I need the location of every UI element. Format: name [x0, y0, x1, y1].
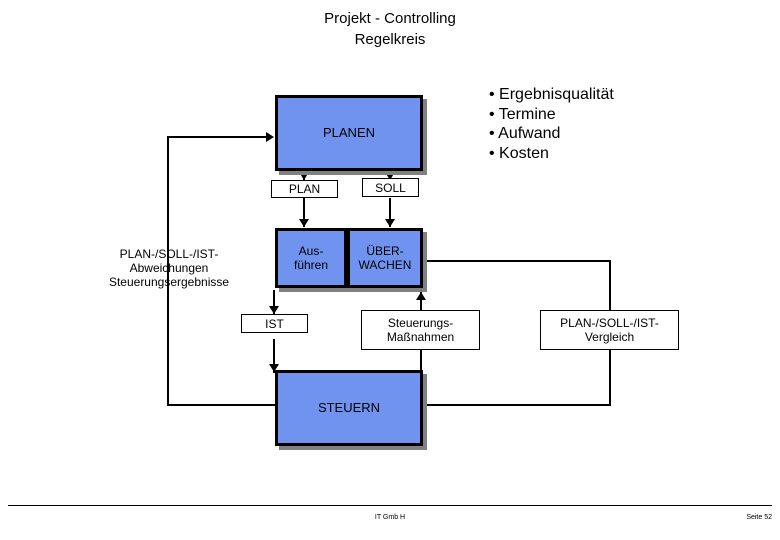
steuern-box[interactable]: STEUERN — [275, 370, 423, 446]
ausfuehren-label-line-2: führen — [293, 258, 329, 272]
planen-box[interactable]: PLANEN — [275, 95, 423, 171]
ueberwachen-label-line-2: WACHEN — [358, 258, 412, 272]
abweichungen-text: PLAN-/SOLL-/IST- Abweichungen Steuerungs… — [99, 247, 239, 289]
arrow-into-ueberwachen — [385, 219, 395, 227]
ausfuehren-label-line-1: Aus- — [298, 244, 324, 258]
abweichungen-line-3: Steuerungsergebnisse — [108, 275, 230, 289]
steuerungsmassnahmen-label-line-2: Maßnahmen — [386, 330, 455, 344]
arrow-into-steuern-from-ist — [269, 364, 279, 372]
bullet-item-3: • Kosten — [489, 144, 549, 162]
bullet-item-1: • Termine — [489, 105, 556, 123]
vergleich-label-line-1: PLAN-/SOLL-/IST- — [560, 316, 659, 330]
vergleich-label-line-2: Vergleich — [584, 330, 635, 344]
connector-steuern-to-planen-vertical — [167, 136, 169, 406]
ueberwachen-box[interactable]: ÜBER- WACHEN — [347, 228, 423, 288]
connector-soll-to-ueberwachen — [389, 198, 391, 227]
title-line-1: Projekt - Controlling — [324, 10, 456, 27]
soll-box[interactable]: SOLL — [362, 178, 419, 197]
arrow-into-plan — [299, 172, 309, 180]
bullet-item-0: • Ergebnisqualität — [489, 86, 614, 103]
footer-page-number: Seite 52 — [746, 514, 772, 521]
title-line-2: Regelkreis — [354, 31, 426, 48]
vergleich-box[interactable]: PLAN-/SOLL-/IST- Vergleich — [540, 310, 679, 350]
connector-right-to-steuern — [425, 404, 611, 406]
connector-plan-to-ausfuehren — [303, 198, 305, 227]
footer-company: IT Gmb H — [374, 514, 406, 521]
connector-massnahmen-to-ueberwachen — [420, 292, 422, 310]
connector-ueberwachen-to-right — [423, 260, 611, 262]
arrow-into-ausfuehren — [299, 219, 309, 227]
steuerungsmassnahmen-box[interactable]: Steuerungs- Maßnahmen — [361, 310, 480, 350]
arrow-into-ist — [269, 306, 279, 314]
arrow-into-planen — [266, 132, 274, 142]
connector-planen-inflow-horizontal — [167, 136, 267, 138]
ausfuehren-box[interactable]: Aus- führen — [275, 228, 347, 288]
soll-box-label: SOLL — [375, 180, 406, 195]
arrow-into-ueberwachen-from-massnahmen — [416, 292, 426, 300]
ueberwachen-label-line-1: ÜBER- — [366, 244, 404, 258]
footer-divider — [8, 505, 772, 506]
ist-box-label: IST — [265, 316, 284, 331]
steuerungsmassnahmen-label-line-1: Steuerungs- — [387, 316, 454, 330]
page-title: Projekt - Controlling Regelkreis — [0, 8, 780, 50]
steuern-box-label: STEUERN — [317, 400, 381, 415]
abweichungen-line-2: Abweichungen — [129, 261, 209, 275]
abweichungen-line-1: PLAN-/SOLL-/IST- — [119, 247, 219, 261]
bullet-item-2: • Aufwand — [489, 125, 561, 142]
connector-steuern-to-planen-bottom — [167, 404, 275, 406]
quality-criteria-list: • Ergebnisqualität • Termine • Aufwand •… — [489, 85, 614, 163]
planen-box-label: PLANEN — [322, 125, 376, 140]
plan-box-label: PLAN — [288, 182, 321, 196]
arrow-into-soll — [385, 172, 395, 180]
connector-ist-to-steuern — [273, 339, 275, 373]
ist-box[interactable]: IST — [241, 314, 308, 333]
plan-box[interactable]: PLAN — [271, 180, 338, 198]
connector-ausfuehren-to-ist — [273, 290, 275, 314]
